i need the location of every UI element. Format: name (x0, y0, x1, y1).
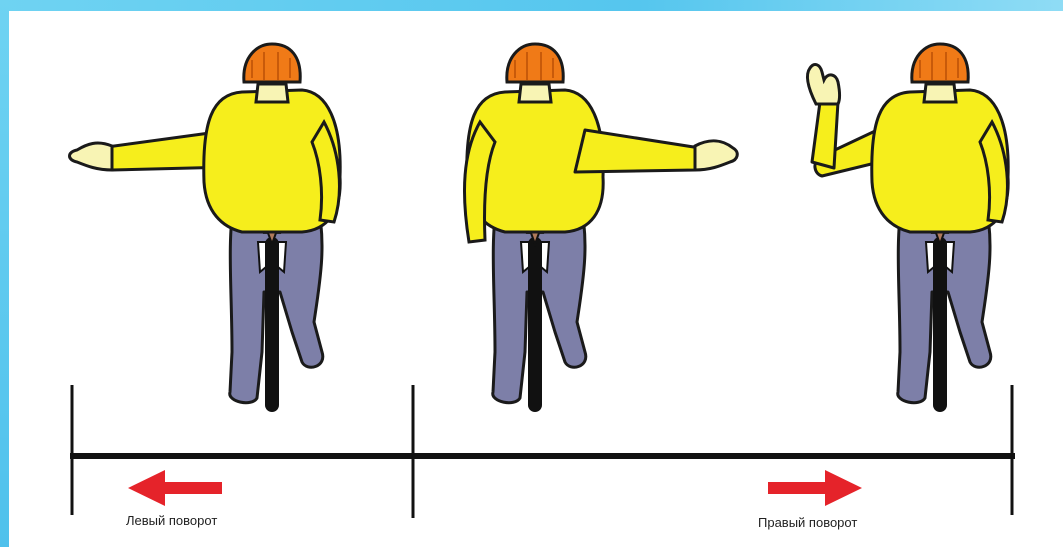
right-turn-label: Правый поворот (758, 515, 857, 530)
left-arrow-icon (128, 470, 222, 506)
cyclist-left-arm-extended (70, 44, 341, 412)
cyclist-left-arm-raised (808, 44, 1009, 412)
cyclist-right-arm-extended (464, 44, 737, 412)
right-arrow-icon (768, 470, 862, 506)
left-turn-label: Левый поворот (126, 513, 217, 528)
road-lines (70, 385, 1015, 518)
